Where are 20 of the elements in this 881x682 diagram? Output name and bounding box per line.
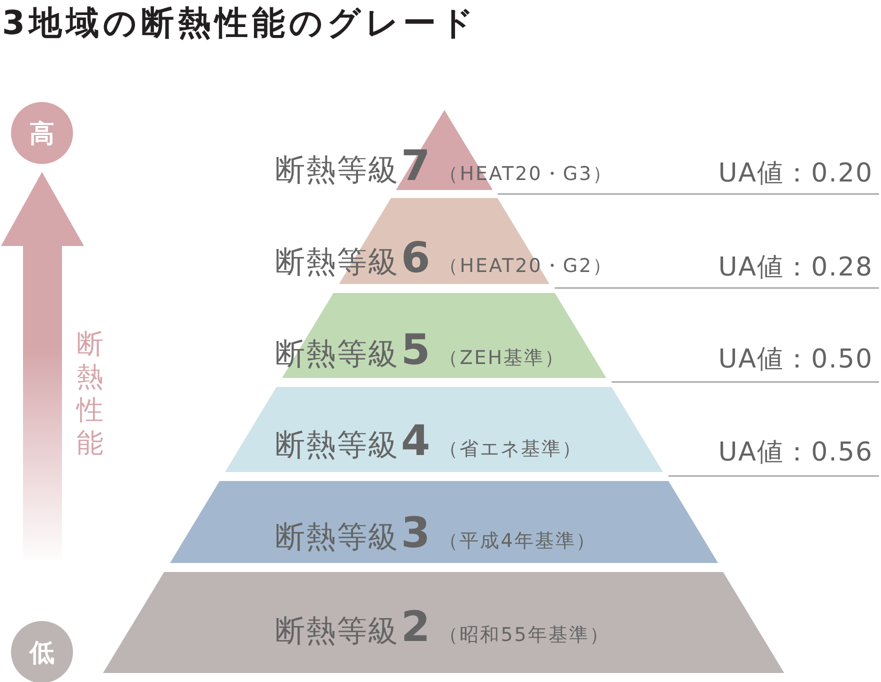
ua-value: UA値：0.56 bbox=[718, 438, 873, 468]
level-badge: 低 bbox=[11, 621, 73, 682]
grade-label: 断熱等級2 bbox=[274, 604, 432, 650]
grade-standard-note: （昭和55年基準） bbox=[439, 624, 610, 646]
leader-line bbox=[668, 475, 879, 477]
leader-line bbox=[612, 381, 879, 383]
axis-label: 断熱性能 bbox=[76, 328, 104, 460]
grade-standard-note: （ZEH基準） bbox=[439, 348, 566, 369]
leader-line bbox=[498, 193, 879, 195]
diagram-title: 3地域の断熱性能のグレード bbox=[2, 4, 478, 42]
grade-label: 断熱等級4 bbox=[274, 418, 432, 464]
level-badge: 高 bbox=[11, 102, 73, 164]
grade-label: 断熱等級3 bbox=[274, 510, 432, 556]
grade-standard-note: （平成4年基準） bbox=[439, 530, 596, 552]
ua-value: UA値：0.50 bbox=[718, 346, 873, 374]
ua-value: UA値：0.28 bbox=[718, 254, 873, 282]
grade-label: 断熱等級5 bbox=[275, 326, 432, 374]
ua-value: UA値：0.20 bbox=[718, 160, 873, 188]
leader-line bbox=[554, 287, 879, 289]
grade-standard-note: （省エネ基準） bbox=[439, 438, 583, 460]
